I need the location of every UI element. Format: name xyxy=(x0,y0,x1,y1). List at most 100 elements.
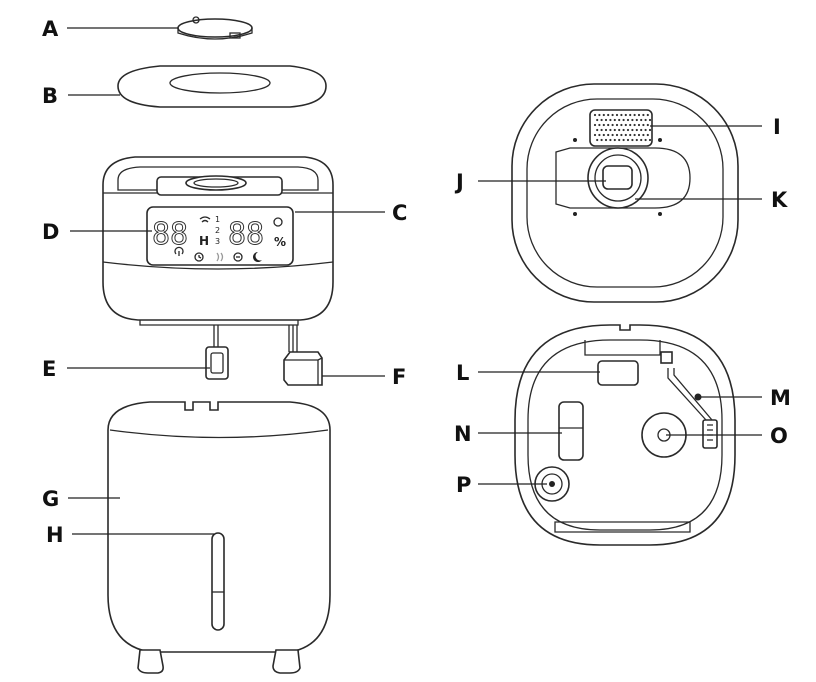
display-percent-mark: % xyxy=(274,235,286,249)
label-h: H xyxy=(46,523,64,547)
grille-dot xyxy=(648,138,652,142)
grille-dot xyxy=(633,113,636,117)
display-digits-left: 88 xyxy=(152,217,188,252)
grille-dot xyxy=(600,128,603,132)
grille-dot xyxy=(648,118,652,122)
grille-dot xyxy=(640,128,643,132)
grille-dot xyxy=(646,133,649,137)
grille-dot xyxy=(613,118,616,122)
part-j-dial-button xyxy=(602,165,633,190)
grille-dot xyxy=(646,123,649,127)
part-e-sensor xyxy=(205,346,229,380)
grille-dot xyxy=(613,128,616,132)
part-h-water-window xyxy=(211,532,225,631)
part-p-reset-button xyxy=(534,466,570,502)
grille-dot xyxy=(642,113,645,117)
auto-icon xyxy=(233,252,243,262)
part-d-display-panel: 88 88 H % 1 2 3 xyxy=(146,206,294,266)
bottom-socket xyxy=(702,419,718,449)
grille-dot xyxy=(646,113,649,117)
label-c: C xyxy=(392,201,407,225)
grille-dot xyxy=(629,133,632,137)
label-p: P xyxy=(456,473,471,497)
grille-dot xyxy=(618,138,621,142)
grille-dot xyxy=(600,118,603,122)
grille-dot xyxy=(598,133,601,137)
leader-lines xyxy=(67,27,762,535)
grille-dot xyxy=(598,113,601,117)
grille-dot xyxy=(637,133,641,137)
bottom-cable-route xyxy=(660,351,713,421)
part-n-slider xyxy=(558,401,584,461)
label-e: E xyxy=(42,357,56,381)
grille-dot xyxy=(598,123,601,127)
part-l-latch xyxy=(597,360,639,386)
grille-dot xyxy=(626,138,630,142)
part-labels: A B C D E F G H I J K L M N O P xyxy=(42,17,791,547)
grille-dot xyxy=(629,113,632,117)
wifi-icon xyxy=(199,216,211,223)
grille-dot xyxy=(596,128,599,132)
grille-dot xyxy=(624,113,627,117)
timer-icon xyxy=(194,252,204,262)
label-m: M xyxy=(770,386,791,410)
grille-dot xyxy=(609,138,612,142)
grille-dot xyxy=(609,128,612,132)
grille-dot xyxy=(604,118,608,122)
label-j: J xyxy=(454,170,464,194)
grille-dot xyxy=(640,118,643,122)
grille-dot xyxy=(642,123,645,127)
grille-dot xyxy=(633,133,636,137)
label-f: F xyxy=(392,365,406,389)
display-digits-right: 88 xyxy=(228,217,264,252)
grille-dot xyxy=(633,123,636,127)
grille-dot xyxy=(644,118,647,122)
grille-dot xyxy=(648,128,652,132)
grille-dot xyxy=(604,128,608,132)
grille-dot xyxy=(626,128,630,132)
grille-dot xyxy=(593,133,597,137)
grille-dot xyxy=(629,123,632,127)
grille-dot xyxy=(615,133,619,137)
grille-dot xyxy=(604,138,608,142)
label-l: L xyxy=(456,361,469,385)
tank-feet xyxy=(137,649,301,674)
label-i: I xyxy=(773,115,781,139)
grille-dot xyxy=(624,133,627,137)
part-f-connector xyxy=(283,351,323,386)
part-a-top-cap xyxy=(177,16,253,40)
grille-dot xyxy=(596,138,599,142)
grille-dot xyxy=(596,118,599,122)
part-m-screw-hole xyxy=(694,393,702,401)
grille-dot xyxy=(615,123,619,127)
grille-dot xyxy=(602,123,605,127)
part-b-lid xyxy=(117,65,327,108)
grille-dot xyxy=(607,133,610,137)
grille-dot xyxy=(631,118,634,122)
grille-dot xyxy=(611,113,614,117)
drop-icon xyxy=(273,217,283,227)
grille-dot xyxy=(611,123,614,127)
grille-dot xyxy=(622,138,625,142)
grille-dot xyxy=(611,133,614,137)
grille-dot xyxy=(600,138,603,142)
sleep-icon xyxy=(252,251,262,262)
grille-dot xyxy=(622,118,625,122)
grille-dot xyxy=(635,138,638,142)
grille-dot xyxy=(640,138,643,142)
label-k: K xyxy=(771,188,788,212)
grille-dot xyxy=(620,133,623,137)
grille-dot xyxy=(631,128,634,132)
bottom-view xyxy=(514,324,736,546)
grille-dot xyxy=(635,128,638,132)
cables xyxy=(213,325,298,352)
grille-dot xyxy=(593,113,597,117)
grille-dot xyxy=(618,128,621,132)
grille-dot xyxy=(615,113,619,117)
grille-dot xyxy=(609,118,612,122)
grille-dot xyxy=(607,113,610,117)
label-g: G xyxy=(42,487,59,511)
label-o: O xyxy=(770,424,788,448)
grille-dot xyxy=(642,133,645,137)
grille-dot xyxy=(613,138,616,142)
